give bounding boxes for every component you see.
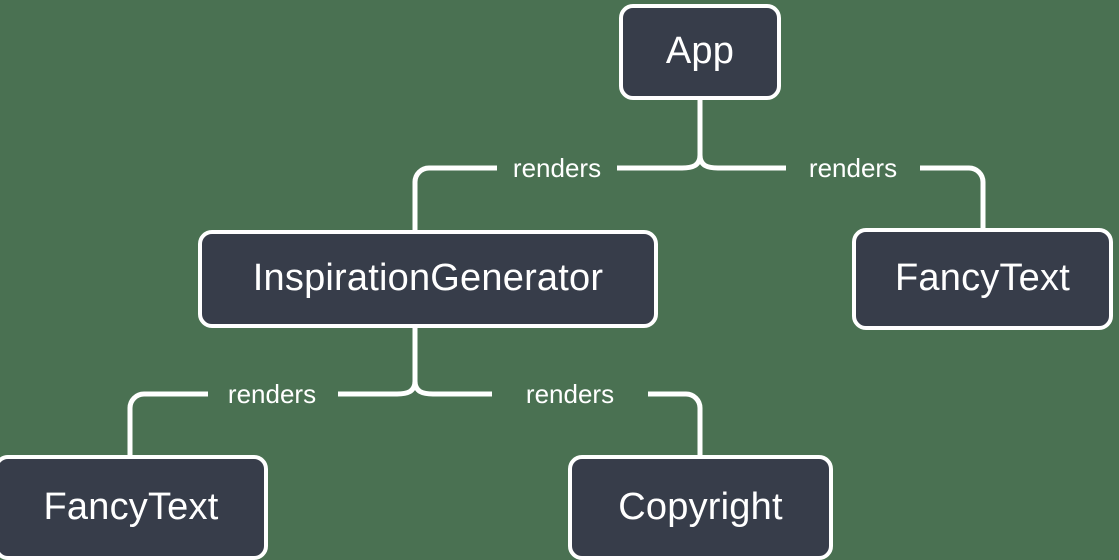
edge-inspiration-generator-to-fancytext-bottom-tail bbox=[127, 391, 208, 455]
edge-label-app-to-fancytext-right: renders bbox=[808, 153, 898, 183]
node-copyright[interactable]: Copyright bbox=[568, 455, 833, 560]
edge-app-to-fancytext-right-tail bbox=[920, 165, 986, 228]
edge-inspiration-generator-to-copyright bbox=[412, 380, 492, 397]
node-copyright-label: Copyright bbox=[618, 485, 783, 528]
node-fancytext-bottom[interactable]: FancyText bbox=[0, 455, 268, 560]
edge-inspiration-generator-to-fancytext-bottom bbox=[338, 380, 418, 397]
edge-inspiration-generator-to-copyright-tail bbox=[648, 391, 703, 455]
edge-label-app-to-inspiration-generator: renders bbox=[512, 153, 602, 183]
node-fancytext-right-label: FancyText bbox=[895, 257, 1070, 299]
edge-label-inspiration-generator-to-fancytext-bottom: renders bbox=[227, 379, 317, 409]
edge-app-to-inspiration-generator-tail bbox=[412, 165, 497, 230]
node-fancytext-right[interactable]: FancyText bbox=[852, 228, 1113, 330]
edge-app-to-inspiration-generator bbox=[617, 154, 703, 171]
node-app-label: App bbox=[665, 30, 735, 72]
node-fancytext-bottom-label: FancyText bbox=[43, 485, 219, 528]
node-app[interactable]: App bbox=[619, 4, 781, 100]
edge-label-inspiration-generator-to-copyright: renders bbox=[525, 379, 615, 409]
node-inspiration-generator[interactable]: InspirationGenerator bbox=[198, 230, 658, 328]
edge-app-to-fancytext-right bbox=[697, 154, 786, 171]
node-inspiration-generator-label: InspirationGenerator bbox=[252, 257, 604, 299]
